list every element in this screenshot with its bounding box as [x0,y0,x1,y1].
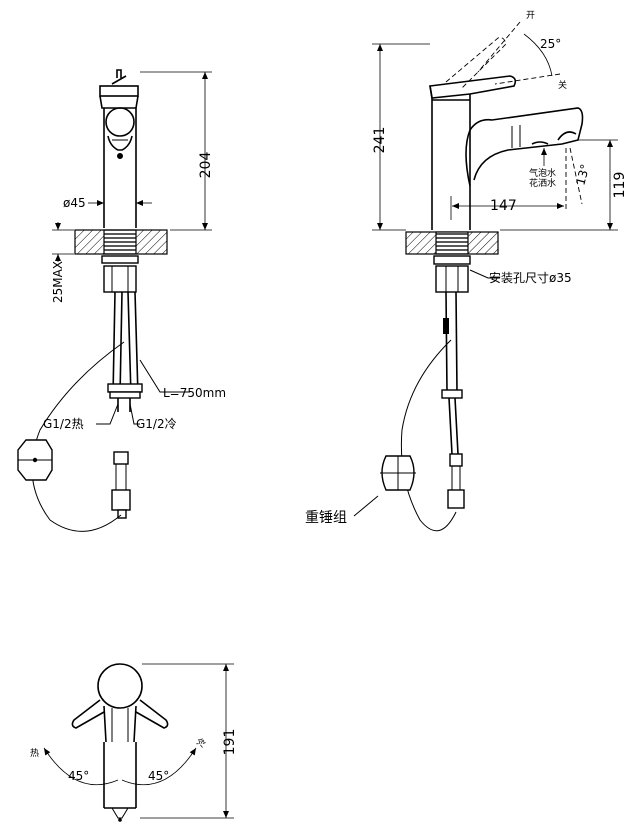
spout-height-label: 119 [612,172,628,199]
weight-group-label: 重锤组 [305,510,347,526]
hose-length-label: L=750mm [163,386,226,400]
front-height-label: 204 [198,152,214,179]
side-height-label: 241 [372,127,388,154]
top-angle-right-label: 45° [148,769,169,783]
side-angle-label: 25° [540,37,561,51]
front-view: 204 ø45 25MAX L=750mm G1/2热 G1/2冷 [17,69,226,532]
spray-angle-label: 13° [573,163,592,187]
top-cold-label: 冷 [194,736,209,750]
cold-connector-label: G1/2冷 [136,417,177,431]
side-view: 开 25° 关 气泡水 花洒水 13° 147 119 241 [305,10,628,532]
side-open-label: 开 [526,10,535,21]
hot-connector-label: G1/2热 [43,417,84,431]
side-close-label: 关 [558,79,567,91]
top-height-label: 191 [222,729,238,756]
spray-air-label: 气泡水 [529,167,556,179]
reach-label: 147 [490,198,517,214]
mount-hole-label: 安装孔尺寸ø35 [489,270,572,285]
spray-shower-label: 花洒水 [529,177,556,189]
front-diameter-label: ø45 [63,196,86,210]
top-angle-left-label: 45° [68,769,89,783]
front-maxdepth-label: 25MAX [51,261,65,303]
top-hot-label: 热 [30,747,39,759]
top-view: 45° 45° 热 冷 191 [30,663,238,822]
